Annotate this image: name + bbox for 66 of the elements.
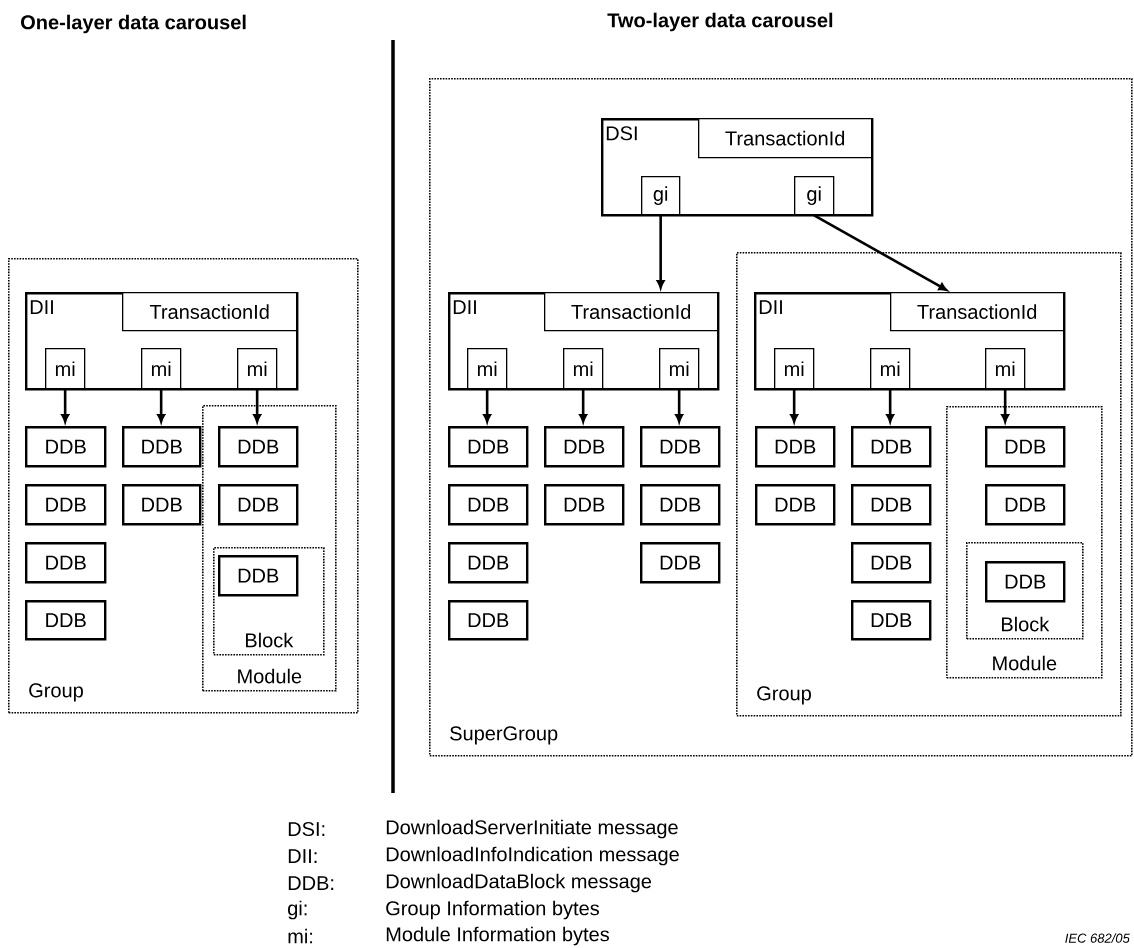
heading: One-layer data carousel (21, 14, 246, 34)
arrow (1001, 389, 1010, 423)
ddb-box: DDB (755, 426, 836, 468)
arrow (675, 389, 684, 423)
arrow (157, 389, 166, 423)
arrow (886, 389, 895, 423)
ddb-box: DDB (25, 542, 107, 584)
ddb-box: DDB (985, 561, 1066, 603)
ddb-box: DDB (122, 484, 202, 526)
ddb-box: DDB (851, 426, 932, 468)
legend-key: gi: (288, 900, 307, 920)
arrow (253, 389, 262, 423)
ddb-box: DDB (122, 426, 202, 468)
legend-text: DownloadInfoIndication message (386, 846, 679, 866)
ddb-box: DDB (640, 484, 721, 526)
ddb-box: DDB (218, 555, 299, 597)
ddb-box: DDB (448, 542, 529, 584)
ddb-box: DDB (985, 426, 1066, 468)
ddb-box: DDB (25, 426, 107, 468)
field-box: mi (774, 348, 815, 390)
field-box: mi (870, 348, 911, 390)
field-box: mi (985, 348, 1026, 390)
field-box: TransactionId (544, 292, 719, 332)
arrow (61, 389, 70, 423)
field-box: mi (659, 348, 700, 390)
field-box: TransactionId (122, 292, 298, 332)
ddb-box: DDB (448, 600, 529, 641)
field-box: mi (45, 348, 86, 390)
ddb-box: DDB (25, 600, 107, 641)
legend-key: mi: (288, 928, 313, 944)
ddb-box: DDB (851, 542, 932, 584)
ddb-box: DDB (448, 484, 529, 526)
field-box: gi (794, 176, 835, 216)
arrow (656, 215, 665, 289)
ddb-box: DDB (448, 426, 529, 468)
heading: Two-layer data carousel (607, 12, 833, 32)
ddb-box: DDB (985, 484, 1066, 526)
arrow (483, 389, 492, 423)
field-box: gi (641, 176, 681, 216)
ddb-box: DDB (851, 600, 932, 641)
figure-number: IEC 682/05 (1065, 933, 1130, 943)
field-box: mi (237, 348, 278, 390)
legend-key: DDB: (288, 876, 334, 890)
ddb-box: DDB (640, 426, 721, 468)
ddb-box: DDB (218, 484, 299, 526)
ddb-box: DDB (544, 426, 625, 468)
ddb-box: DDB (218, 426, 299, 468)
field-box: mi (141, 348, 182, 390)
legend-text: Module Information bytes (386, 926, 609, 946)
ddb-box: DDB (755, 484, 836, 526)
legend-key: DII: (288, 849, 317, 863)
ddb-box: DDB (640, 542, 721, 584)
field-box: mi (467, 348, 508, 390)
legend-key: DSI: (288, 821, 325, 837)
field-box: mi (563, 348, 604, 390)
arrow (813, 214, 948, 291)
ddb-box: DDB (25, 484, 107, 526)
ddb-box: DDB (544, 484, 625, 526)
ddb-box: DDB (851, 484, 932, 526)
field-box: TransactionId (890, 292, 1065, 332)
legend-text: Group Information bytes (386, 900, 599, 920)
legend-text: DownloadServerInitiate message (386, 819, 678, 839)
arrow (579, 389, 588, 423)
legend-text: DownloadDataBlock message (386, 873, 652, 893)
arrow (790, 389, 799, 423)
field-box: TransactionId (698, 118, 873, 159)
